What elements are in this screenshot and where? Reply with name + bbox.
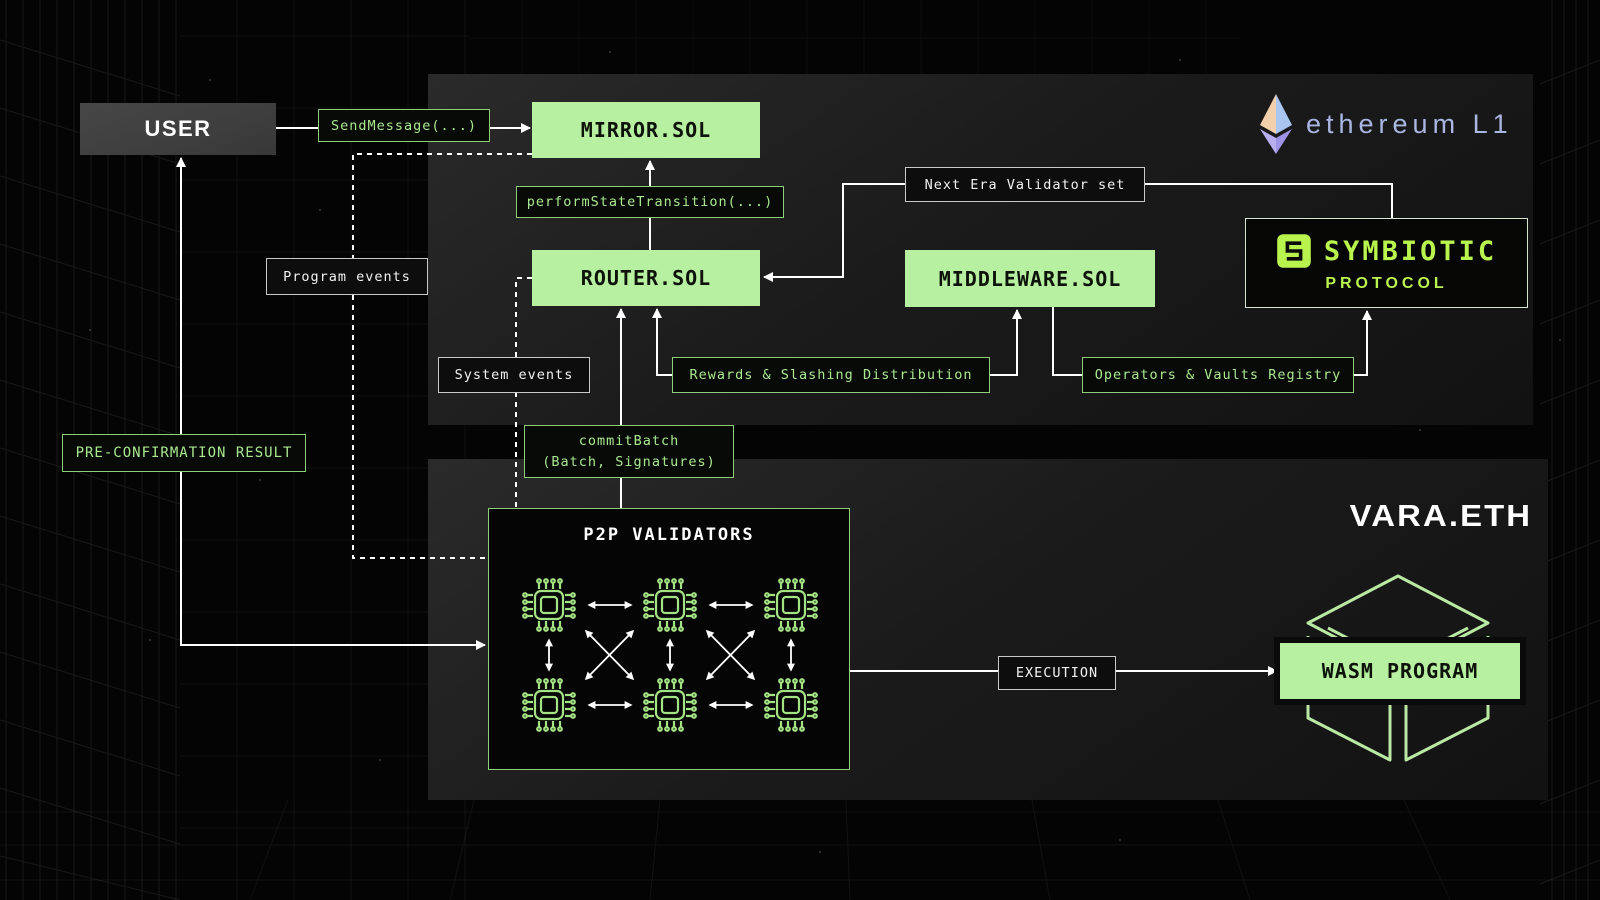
node-mirror-sol: MIRROR.SOL (532, 102, 760, 158)
label-rewards-slashing: Rewards & Slashing Distribution (672, 357, 990, 393)
label-next-era-validator-set: Next Era Validator set (905, 167, 1145, 202)
symbiotic-protocol-label: PROTOCOL (1325, 275, 1448, 292)
label-pre-confirmation-result: PRE-CONFIRMATION RESULT (62, 434, 306, 472)
label-program-events: Program events (266, 258, 428, 295)
label-system-events: System events (438, 357, 590, 393)
ethereum-logo: ethereum L1 (1256, 92, 1513, 156)
node-symbiotic-protocol: SYMBIOTIC PROTOCOL (1245, 218, 1528, 308)
validator-network-graphic (522, 578, 818, 732)
node-router-sol: ROUTER.SOL (532, 250, 760, 306)
label-perform-state-transition: performStateTransition(...) (516, 186, 784, 218)
label-execution: EXECUTION (998, 656, 1116, 690)
label-commit-batch: commitBatch (Batch, Signatures) (524, 425, 734, 478)
symbiotic-wordmark: SYMBIOTIC (1323, 235, 1498, 267)
label-operators-vaults: Operators & Vaults Registry (1082, 357, 1354, 393)
node-user: USER (80, 103, 276, 155)
node-p2p-validators: P2P VALIDATORS (488, 508, 850, 770)
symbiotic-s-icon (1277, 234, 1311, 268)
vara-eth-logo: VARA.ETH (1349, 498, 1532, 533)
p2p-validators-title: P2P VALIDATORS (583, 525, 755, 545)
peer-arrows (545, 601, 795, 709)
commit-batch-line1: commitBatch (578, 433, 680, 450)
label-send-message: SendMessage(...) (318, 109, 490, 142)
ethereum-diamond-icon (1260, 94, 1292, 154)
commit-batch-line2: (Batch, Signatures) (542, 453, 716, 470)
node-middleware-sol: MIDDLEWARE.SOL (905, 250, 1155, 307)
ethereum-l1-label: ethereum L1 (1306, 108, 1513, 139)
node-wasm-program: WASM PROGRAM (1280, 643, 1520, 699)
